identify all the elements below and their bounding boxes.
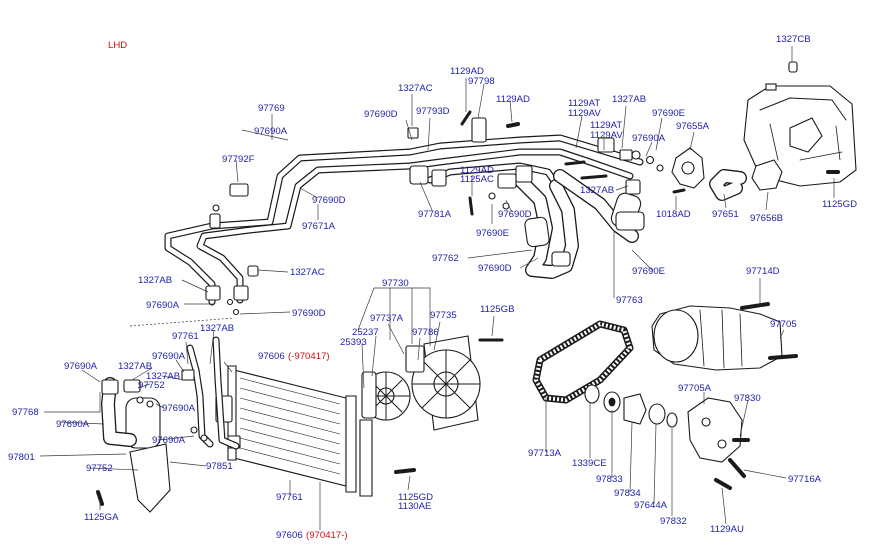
part-label-97690D: 97690D [498, 209, 532, 220]
callout-labels: LHD 1327CB 1129AD 97798 1327AC 1129AD 97… [8, 34, 857, 541]
part-label-97690D: 97690D [364, 109, 398, 120]
condenser [215, 365, 416, 497]
part-label-1129AU: 1129AU [710, 524, 744, 535]
drive-belt [532, 320, 634, 404]
expansion-valve-plate [671, 147, 705, 194]
part-label-97606: 97606 [258, 351, 285, 362]
part-label-97761: 97761 [276, 492, 303, 503]
part-label-97690E: 97690E [476, 228, 509, 239]
part-label-1129AT: 1129AT [590, 120, 622, 131]
part-label-97834: 97834 [614, 488, 641, 499]
part-label-97690A: 97690A [146, 300, 180, 311]
part-label-1327AC: 1327AC [290, 267, 325, 278]
part-label-1129AT: 1129AT [568, 98, 600, 109]
part-label-97606-range: (-970417) [288, 351, 330, 362]
diagram-title: LHD [108, 40, 127, 51]
part-label-1327CB: 1327CB [776, 34, 811, 45]
pipe-97761 [181, 336, 240, 450]
part-label-25237: 25237 [352, 327, 379, 338]
part-label-97716A: 97716A [788, 474, 822, 485]
part-label-97737A: 97737A [370, 313, 404, 324]
part-label-1125AC: 1125AC [460, 174, 494, 185]
part-label-97690D: 97690D [478, 263, 512, 274]
part-label-97690E: 97690E [632, 266, 665, 277]
part-label-1129AV: 1129AV [568, 108, 601, 119]
part-label-97851: 97851 [206, 461, 233, 472]
part-label-97656B: 97656B [750, 213, 783, 224]
part-label-97763: 97763 [616, 295, 643, 306]
part-label-1130AE: 1130AE [398, 501, 431, 512]
part-label-97690D: 97690D [312, 195, 346, 206]
part-label-97793D: 97793D [416, 106, 450, 117]
part-label-97714D: 97714D [746, 266, 780, 277]
part-label-97752: 97752 [86, 463, 113, 474]
part-label-97690A: 97690A [632, 133, 666, 144]
part-label-97690A: 97690A [152, 351, 186, 362]
part-label-1125GD: 1125GD [822, 199, 857, 210]
part-label-97798: 97798 [468, 76, 495, 87]
clutch-parts [584, 384, 678, 428]
part-label-97690A: 97690A [162, 403, 196, 414]
part-label-97786: 97786 [412, 327, 439, 338]
part-label-97730: 97730 [382, 278, 409, 289]
part-label-1125GA: 1125GA [84, 512, 119, 523]
part-label-1129AD: 1129AD [450, 66, 484, 77]
part-label-97792F: 97792F [222, 154, 255, 165]
drain-hoses [709, 159, 840, 201]
part-label-97606-range: (970417-) [306, 530, 348, 541]
part-label-1327AB: 1327AB [118, 361, 152, 372]
flex-hose-97763 [553, 169, 645, 243]
part-label-97735: 97735 [430, 310, 457, 321]
part-label-1327AB: 1327AB [200, 323, 234, 334]
condenser-fan [361, 335, 504, 431]
part-label-97690A: 97690A [56, 419, 90, 430]
part-label-1129AD: 1129AD [460, 165, 494, 176]
part-label-97801: 97801 [8, 452, 35, 463]
part-label-97761: 97761 [172, 331, 199, 342]
part-label-97606: 97606 [276, 530, 303, 541]
part-label-1125GD: 1125GD [398, 492, 433, 503]
part-label-97713A: 97713A [528, 448, 562, 459]
part-label-97768: 97768 [12, 407, 39, 418]
part-label-1129AV: 1129AV [590, 130, 623, 141]
part-label-1327AB: 1327AB [138, 275, 172, 286]
part-label-1125GB: 1125GB [480, 304, 515, 315]
part-label-97690A: 97690A [254, 126, 288, 137]
part-label-1018AD: 1018AD [656, 209, 691, 220]
part-label-97781A: 97781A [418, 209, 452, 220]
part-label-97752: 97752 [138, 380, 165, 391]
part-label-97644A: 97644A [634, 500, 668, 511]
part-label-97671A: 97671A [302, 221, 336, 232]
leader-lines [39, 46, 835, 530]
part-label-1327AB: 1327AB [580, 185, 614, 196]
part-label-97762: 97762 [432, 253, 459, 264]
part-label-97832: 97832 [660, 516, 687, 527]
part-label-97655A: 97655A [676, 121, 710, 132]
part-label-1129AD: 1129AD [496, 94, 530, 105]
part-label-1339CE: 1339CE [572, 458, 607, 469]
part-label-97833: 97833 [596, 474, 623, 485]
part-label-1327AC: 1327AC [398, 83, 433, 94]
part-label-25393: 25393 [340, 337, 367, 348]
part-label-97705: 97705 [770, 319, 797, 330]
part-label-97769: 97769 [258, 103, 285, 114]
part-label-97690A: 97690A [152, 435, 186, 446]
compressor-bracket [687, 397, 750, 490]
part-label-97690E: 97690E [652, 108, 685, 119]
part-label-97690D: 97690D [292, 308, 326, 319]
part-label-97705A: 97705A [678, 383, 712, 394]
part-label-1327AB: 1327AB [146, 371, 180, 382]
part-label-97651: 97651 [712, 209, 739, 220]
compressor [651, 302, 798, 371]
part-label-97830: 97830 [734, 393, 761, 404]
part-label-1327AB: 1327AB [612, 94, 646, 105]
flex-hose-97762 [513, 173, 579, 279]
receiver-drier [96, 377, 171, 513]
part-label-97690A: 97690A [64, 361, 98, 372]
upper-fittings [205, 110, 664, 316]
